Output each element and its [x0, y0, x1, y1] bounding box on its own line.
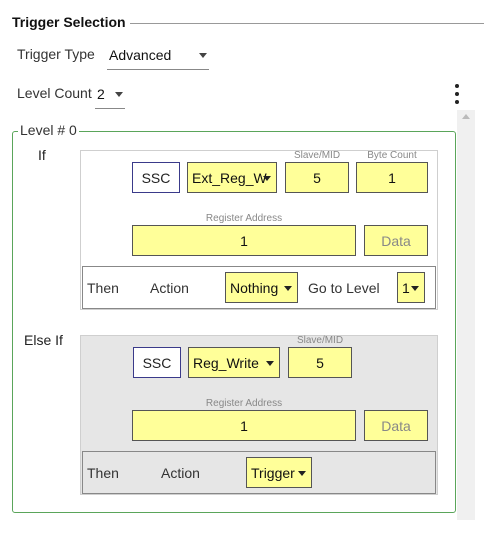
dropdown-underline: [107, 69, 209, 70]
if-byte-count-field[interactable]: 1: [356, 162, 428, 193]
else-if-then-label: Then: [87, 465, 119, 481]
else-if-action-dropdown[interactable]: Trigger: [246, 457, 312, 488]
level-group: [12, 131, 456, 513]
if-register-address-field[interactable]: 1: [132, 225, 356, 256]
trigger-type-value: Advanced: [109, 47, 172, 63]
trigger-type-dropdown[interactable]: Advanced: [107, 44, 209, 70]
level-count-label: Level Count: [17, 85, 92, 101]
if-label: If: [38, 147, 46, 163]
else-if-ssc-button[interactable]: SSC: [133, 347, 181, 378]
if-command-value: Ext_Reg_W: [192, 169, 267, 186]
if-slave-mid-field[interactable]: 5: [285, 162, 349, 193]
chevron-down-icon: [298, 470, 306, 476]
section-divider: [130, 23, 484, 24]
level-count-dropdown[interactable]: 2: [95, 83, 125, 109]
if-action-label: Action: [150, 280, 189, 296]
scroll-up-icon[interactable]: [462, 114, 470, 119]
chevron-down-icon: [266, 360, 274, 366]
else-if-action-label: Action: [161, 465, 200, 481]
else-if-register-address-field[interactable]: 1: [132, 410, 356, 441]
else-if-slave-mid-label: Slave/MID: [296, 335, 344, 346]
chevron-down-icon: [199, 53, 207, 58]
chevron-down-icon: [115, 92, 123, 97]
else-if-action-value: Trigger: [251, 464, 295, 481]
if-then-label: Then: [87, 280, 119, 296]
dropdown-underline: [95, 108, 125, 109]
if-goto-label: Go to Level: [308, 280, 380, 296]
else-if-data-field[interactable]: Data: [364, 410, 428, 441]
if-command-dropdown[interactable]: Ext_Reg_W: [187, 162, 277, 193]
scrollbar[interactable]: [457, 110, 475, 520]
if-slave-mid-label: Slave/MID: [293, 150, 341, 161]
if-action-dropdown[interactable]: Nothing: [225, 272, 298, 303]
if-data-field[interactable]: Data: [364, 225, 428, 256]
if-byte-count-label: Byte Count: [367, 150, 417, 161]
level-legend: Level # 0: [18, 122, 79, 138]
if-ssc-button[interactable]: SSC: [132, 162, 180, 193]
if-goto-level-dropdown[interactable]: 1: [397, 272, 425, 303]
if-action-value: Nothing: [230, 279, 279, 296]
chevron-down-icon: [263, 175, 271, 181]
else-if-command-dropdown[interactable]: Reg_Write: [188, 347, 280, 378]
else-if-label: Else If: [24, 332, 63, 348]
more-options-icon[interactable]: [454, 84, 460, 104]
if-goto-level-value: 1: [402, 279, 410, 296]
else-if-command-value: Reg_Write: [193, 354, 259, 371]
section-title: Trigger Selection: [12, 14, 126, 30]
level-count-value: 2: [97, 86, 105, 102]
chevron-down-icon: [284, 285, 292, 291]
trigger-type-label: Trigger Type: [17, 46, 95, 62]
else-if-register-address-label: Register Address: [205, 398, 283, 409]
chevron-down-icon: [411, 285, 419, 291]
if-register-address-label: Register Address: [205, 213, 283, 224]
else-if-slave-mid-field[interactable]: 5: [288, 347, 352, 378]
